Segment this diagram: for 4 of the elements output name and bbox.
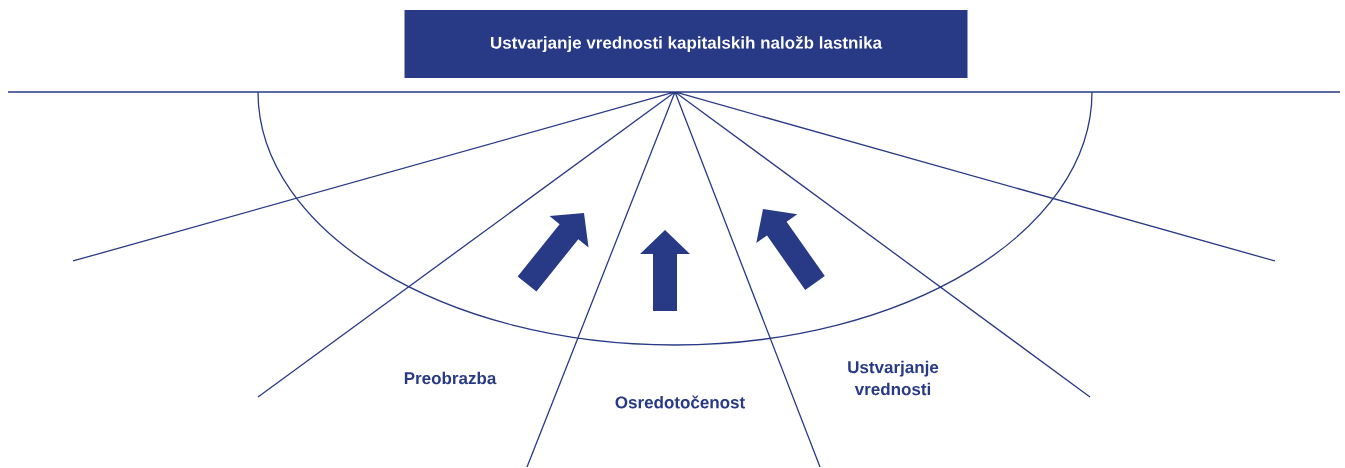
title-box: Ustvarjanje vrednosti kapitalskih naložb lastnika [404,10,968,78]
sector-label: Osredotočenost [615,395,745,409]
sector-label: Ustvarjanje vrednosti [848,360,939,396]
sector-label: Preobrazba [404,371,497,385]
